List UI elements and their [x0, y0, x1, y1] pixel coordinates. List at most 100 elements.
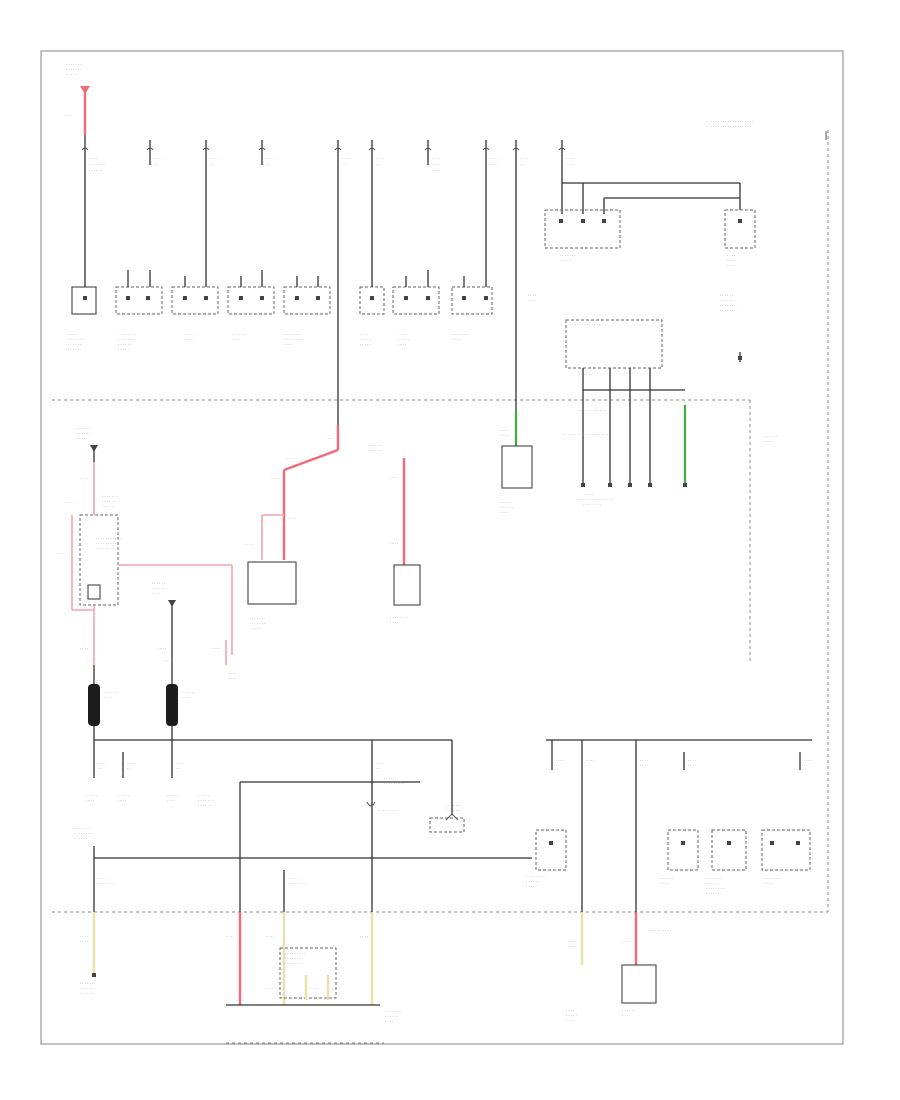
sensor-module-mid — [501, 445, 533, 489]
svg-text:· · · ·: · · · · — [660, 881, 668, 886]
svg-text:· · · ·: · · · · — [390, 541, 398, 546]
svg-text:· · · ·: · · · · — [152, 591, 160, 596]
svg-text:· · · · · · ·: · · · · · · · — [720, 298, 736, 303]
svg-text:· · · ·: · · · · — [80, 646, 88, 651]
svg-text:· · · ·: · · · · — [398, 342, 406, 347]
svg-text:· · · ·: · · · · — [158, 646, 166, 651]
svg-text:· · · · · · ·: · · · · · · · — [706, 891, 722, 896]
svg-text:· ·: · · — [266, 162, 270, 167]
svg-text:· · · · · · · ·: · · · · · · · · — [583, 502, 601, 507]
svg-text:· · · · · ·: · · · · · · — [252, 616, 265, 621]
svg-text:· · · ·: · · · · — [167, 798, 175, 803]
svg-text:· · · · · ·: · · · · · · — [720, 293, 733, 298]
svg-text:· · · ·: · · · · — [390, 620, 398, 625]
svg-text:· · · · · · ·: · · · · · · · — [66, 67, 82, 72]
svg-text:· · · ·: · · · · — [376, 761, 384, 766]
svg-text:· · · · ·: · · · · · — [706, 881, 717, 886]
svg-text:· · · ·: · · · · — [585, 492, 593, 497]
svg-text:· ·: · · — [342, 162, 346, 167]
svg-text:· · · · · · ·: · · · · · · · — [446, 803, 462, 808]
svg-text:· · · · · · · ·: · · · · · · · · — [390, 615, 408, 620]
svg-text:· · · ·: · · · · — [77, 436, 85, 441]
svg-text:· · · ·: · · · · — [500, 428, 508, 433]
svg-text:· · · ·: · · · · — [290, 876, 298, 881]
svg-text:· · · ·: · · · · — [528, 298, 536, 303]
svg-text:· · · ·: · · · · — [432, 156, 440, 161]
junction-lower — [279, 947, 337, 999]
svg-text:· · · ·: · · · · — [182, 695, 190, 700]
svg-text:· · · ·: · · · · — [727, 253, 735, 258]
svg-text:· · · ·: · · · · — [526, 884, 534, 889]
svg-text:· · · ·: · · · · — [80, 934, 88, 939]
svg-text:· · · · · ·: · · · · · · — [368, 443, 381, 448]
svg-text:· · · · · ·: · · · · · · — [720, 308, 733, 313]
svg-text:· · · · · ·: · · · · · · — [622, 1008, 635, 1013]
svg-text:· · · · · ·: · · · · · · — [77, 426, 90, 431]
svg-text:· · · ·: · · · · — [164, 658, 172, 663]
fuse-labels-top: · · · ·· · · · · · ·· · · · · · · · · ··… — [89, 156, 574, 173]
svg-text:· · · · · · ·: · · · · · · · — [102, 494, 118, 499]
component-lr-2 — [667, 829, 699, 871]
svg-text:· · · · · · · · · · · · · · ·: · · · · · · · · · · · · · · · — [578, 497, 613, 502]
component-1 — [71, 286, 97, 315]
svg-text:· · · · · · · · ·: · · · · · · · · · — [285, 951, 306, 956]
svg-text:· · · · · ·: · · · · · · — [232, 332, 245, 337]
svg-text:· ·: · · — [376, 162, 380, 167]
svg-text:· · · · ·: · · · · · — [566, 1013, 577, 1018]
svg-text:· ·: · · — [586, 763, 590, 768]
svg-text:· · · · ·: · · · · · — [102, 504, 113, 509]
svg-text:· · · · · · · · · · · ·: · · · · · · · · · · · · — [578, 408, 606, 413]
svg-text:· · · · · · ·: · · · · · · · — [68, 337, 84, 342]
svg-text:· · · · · ·: · · · · · · — [252, 621, 265, 626]
svg-text:· · · · · · · ·: · · · · · · · · — [706, 886, 724, 891]
svg-text:· ·: · · — [98, 766, 102, 771]
svg-text:· · · · · · · ·: · · · · · · · · — [74, 831, 92, 836]
svg-text:· · · ·: · · · · — [622, 939, 630, 944]
svg-text:· · · · · · ·: · · · · · · · — [152, 586, 168, 591]
red-wire-338-branch — [283, 448, 339, 472]
svg-text:· · · · · · ·: · · · · · · · — [66, 62, 82, 67]
svg-text:· · · · · · · ·: · · · · · · · · — [285, 961, 303, 966]
svg-text:· · · ·: · · · · — [228, 676, 236, 681]
svg-text:· · · · · · ·: · · · · · · · — [89, 162, 105, 167]
relay-lower-mid — [429, 817, 465, 833]
svg-text:· ·: · · — [688, 763, 692, 768]
svg-text:· · · ·: · · · · — [118, 798, 126, 803]
switch-control-module — [565, 319, 663, 369]
ground-label: · · · · — [528, 293, 536, 298]
component-2 — [115, 286, 163, 315]
svg-text:· ·: · · — [556, 763, 560, 768]
svg-text:· · · · ·: · · · · · — [500, 500, 511, 505]
svg-text:· · · · · · ·: · · · · · · · — [284, 332, 300, 337]
svg-text:· · · · · ·: · · · · · · — [80, 991, 93, 996]
svg-text:· · · · · · · · ·: · · · · · · · · · — [526, 874, 547, 879]
svg-text:· · · · · ·: · · · · · · — [152, 581, 165, 586]
top-right-note: · · · · · · · · · · · · · · · · · · · · … — [706, 119, 827, 140]
svg-text:· · · · · · · · · · ·: · · · · · · · · · · · — [96, 536, 121, 541]
svg-text:· · · ·: · · · · — [252, 626, 260, 631]
svg-text:· · · · ·: · · · · · — [198, 793, 209, 798]
svg-text:· · · ·: · · · · — [804, 758, 812, 763]
svg-text:· · · ·: · · · · — [154, 156, 162, 161]
svg-text:· · · · · · ·: · · · · · · · — [80, 986, 96, 991]
svg-text:· · · · · · ·: · · · · · · · — [560, 253, 576, 258]
svg-text:· · · · · · · ·: · · · · · · · · — [118, 332, 136, 337]
svg-text:· · · ·: · · · · — [764, 881, 772, 886]
svg-text:· · · ·: · · · · — [265, 986, 273, 991]
svg-text:· · · · · ·: · · · · · · — [102, 499, 115, 504]
svg-text:· · · · · · · · · · · · · · ·: · · · · · · · · · · · · · · · · · · · · — [706, 119, 753, 124]
svg-text:· · · · · ·: · · · · · · — [118, 342, 131, 347]
svg-text:· · · · ·: · · · · · — [118, 793, 129, 798]
svg-text:· · · · · ·: · · · · · · — [660, 876, 673, 881]
relay-box-top — [544, 209, 621, 249]
svg-text:· · · ·: · · · · — [556, 758, 564, 763]
component-lr-3 — [711, 829, 747, 871]
svg-text:· · · · · · · · ·: · · · · · · · · · — [96, 541, 117, 546]
fusible-link-1: · · · · · ·· · · · — [88, 665, 117, 740]
svg-text:· · · · · ·: · · · · · · — [368, 448, 381, 453]
svg-text:· · · · · · · · ·: · · · · · · · · · — [384, 781, 405, 786]
svg-text:· · · · ·: · · · · · — [118, 347, 129, 352]
svg-text:· · · ·: · · · · — [226, 934, 234, 939]
svg-text:· · · · · · ·: · · · · · · · — [290, 881, 306, 886]
svg-text:· · · ·: · · · · — [568, 944, 576, 949]
